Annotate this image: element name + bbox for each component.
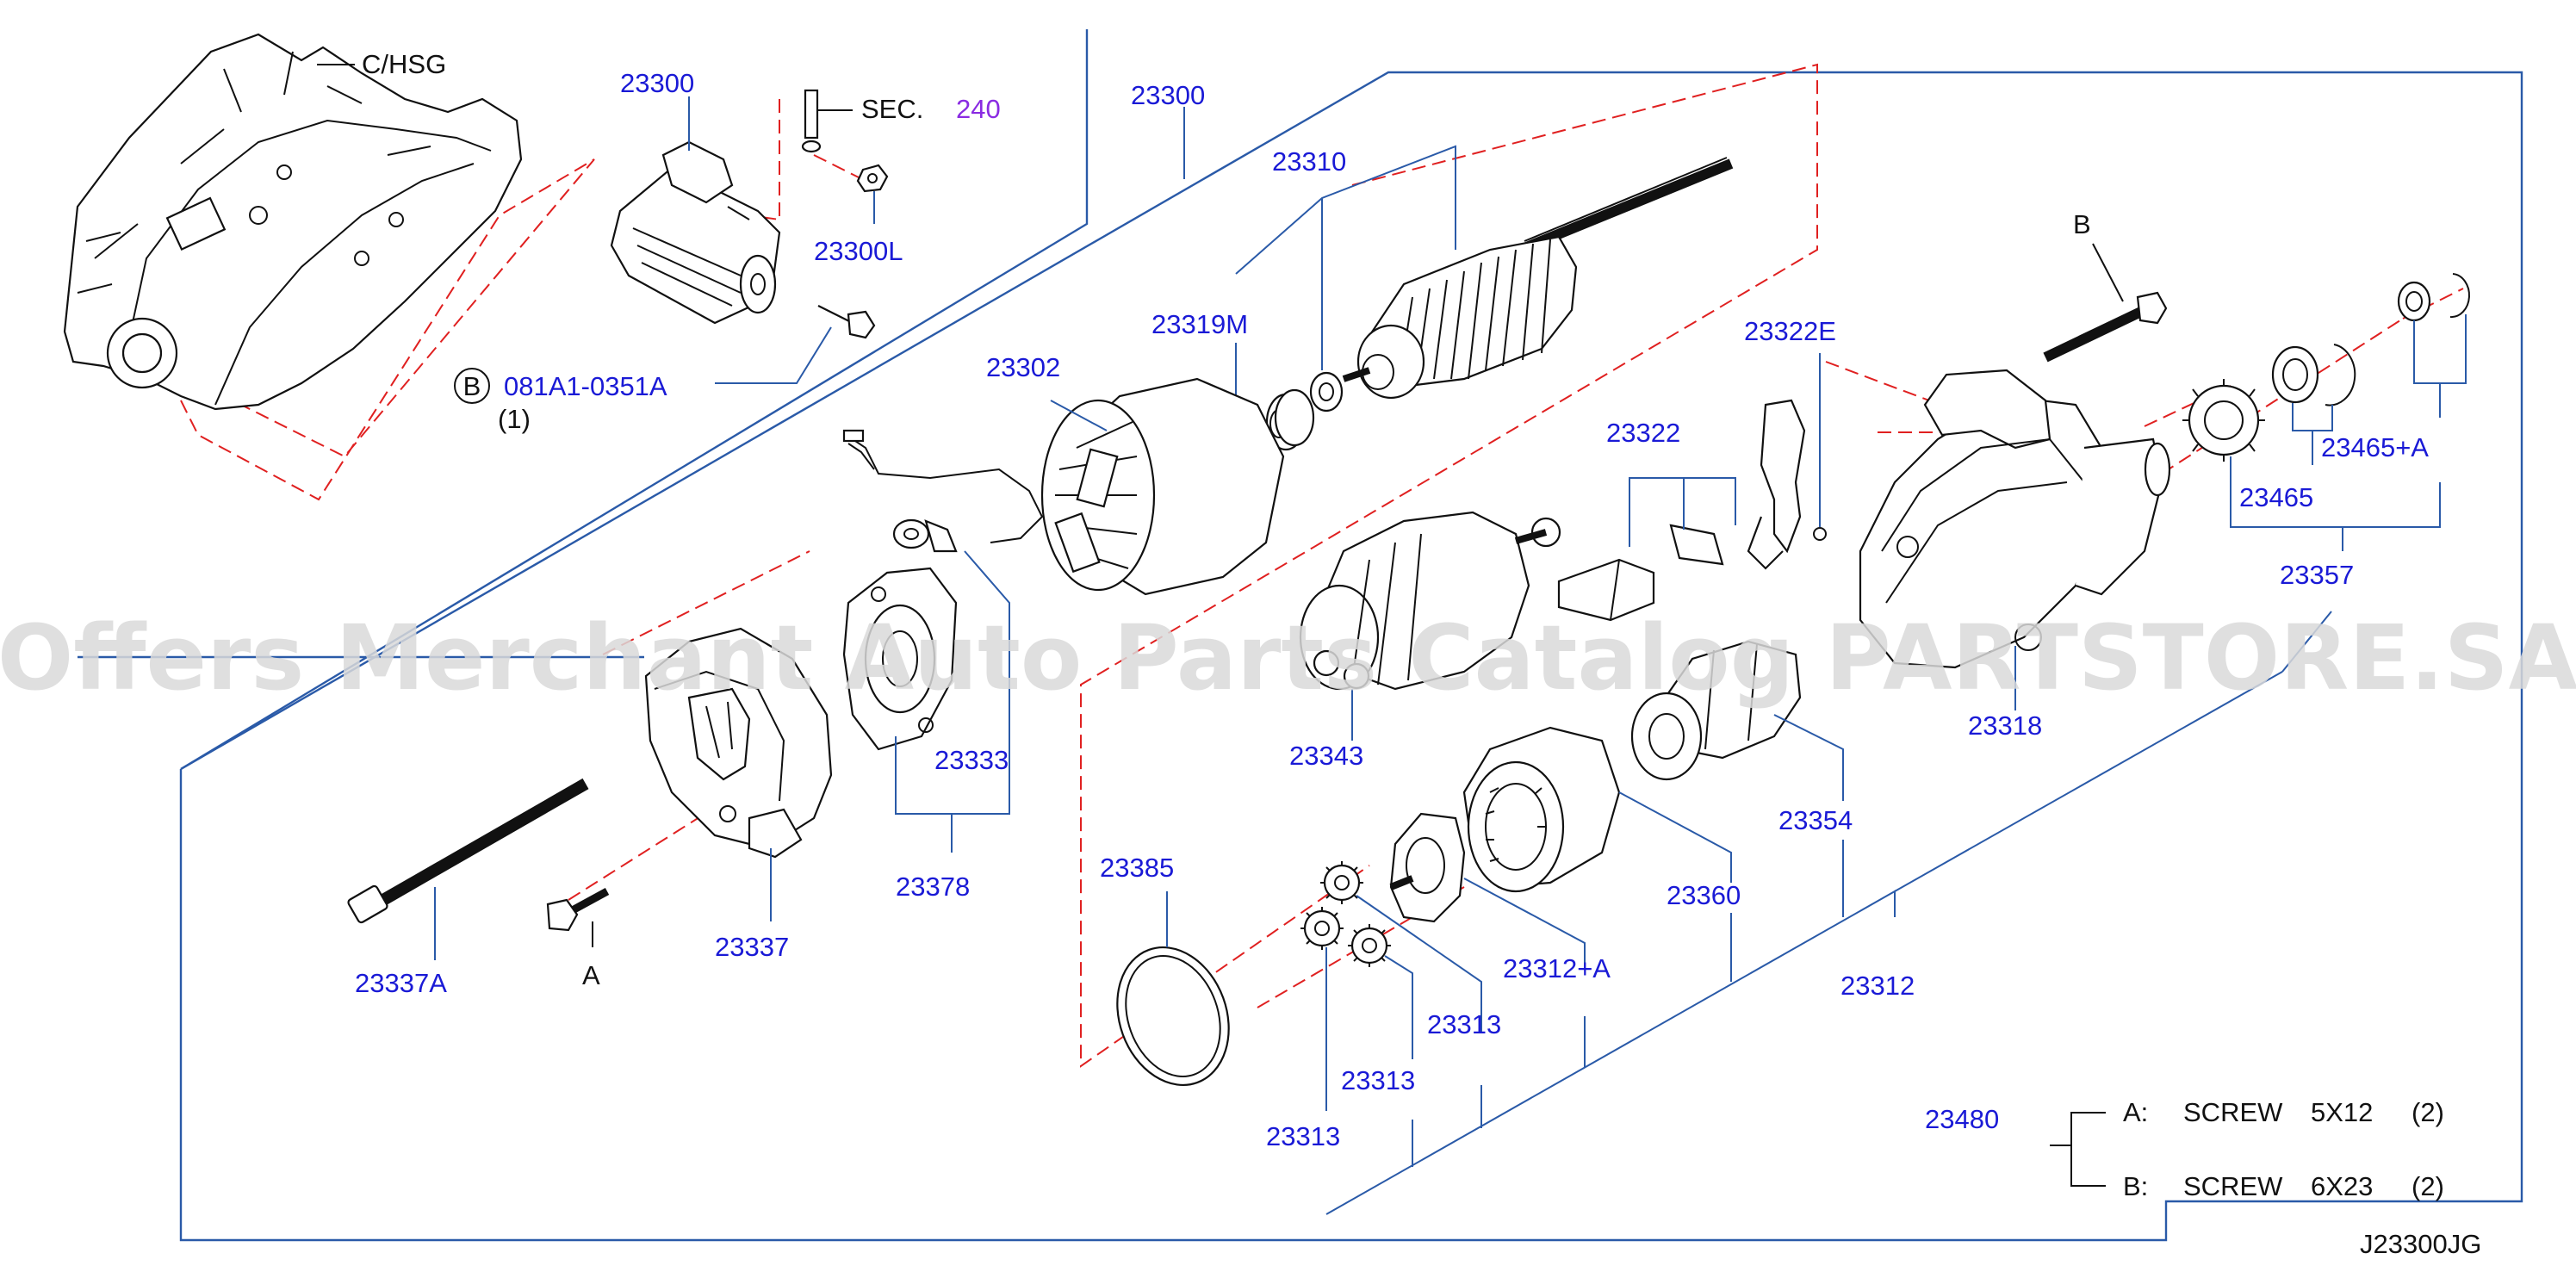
clutch-housing (63, 33, 523, 411)
legend-bracket (2050, 1112, 2106, 1187)
bottom-bracket-leaders (1325, 611, 2332, 1215)
label-23378[interactable]: 23378 (896, 872, 970, 902)
label-23313-c[interactable]: 23313 (1266, 1121, 1340, 1151)
leader-23313-a (1356, 895, 1482, 1033)
leader-23310 (1235, 145, 1456, 275)
bolt-b (2043, 291, 2168, 363)
solenoid-23343 (1299, 511, 1561, 691)
leader-bolt (715, 326, 832, 384)
planet-gear-23313-b (1300, 907, 1344, 950)
legend-size-a: 5X12 (2311, 1097, 2373, 1127)
diagram-code: J23300JG (2360, 1229, 2481, 1259)
washer-23310 (1309, 371, 1344, 413)
internal-gear-23360 (1462, 726, 1621, 893)
legend-row-b: B: SCREW 6X23 (2) (2123, 1171, 2444, 1201)
overrunning-clutch-23354 (1630, 640, 1802, 781)
diagram-frame (78, 29, 2523, 1242)
legend-key-b: B: (2123, 1171, 2148, 1201)
bolt-callout-circle (454, 368, 490, 404)
stop-ring-23465 (2271, 344, 2356, 406)
plate-23322-b (1669, 524, 1724, 566)
brush-plate-23378 (842, 567, 958, 751)
leader-23322 (1629, 477, 1736, 547)
stop-ring-23465A (2397, 273, 2471, 322)
label-23318[interactable]: 23318 (1968, 710, 2042, 741)
label-23313-a[interactable]: 23313 (1427, 1009, 1501, 1039)
legend-qty-b: (2) (2412, 1171, 2444, 1201)
planet-gear-23313-c (1348, 924, 1391, 967)
starter-assembly-small (610, 140, 781, 325)
armature (1342, 157, 1734, 400)
leader-23354 (1773, 714, 1844, 801)
gear-housing-23318 (1859, 369, 2171, 669)
label-23465A[interactable]: 23465+A (2321, 432, 2429, 462)
leader-23357 (2230, 456, 2441, 528)
leader-23313-b (1384, 955, 1413, 1059)
label-081A1-0351A[interactable]: 081A1-0351A (504, 371, 667, 401)
label-23357[interactable]: 23357 (2280, 560, 2354, 590)
label-23354[interactable]: 23354 (1778, 805, 1853, 835)
leader-23333 (964, 550, 1010, 775)
sec-240-pin (801, 89, 822, 153)
legend-name-a: SCREW (2183, 1097, 2283, 1127)
label-23312A[interactable]: 23312+A (1503, 953, 1611, 983)
label-23302[interactable]: 23302 (986, 352, 1060, 382)
label-23465[interactable]: 23465 (2239, 482, 2313, 512)
label-ref-b: B (2073, 209, 2091, 239)
bolt-081A1-0351A (817, 305, 876, 339)
watermark: Offers Merchant Auto Parts Catalog PARTS… (0, 605, 2576, 710)
label-23322[interactable]: 23322 (1606, 418, 1680, 448)
nut-23300L (856, 164, 889, 193)
legend-qty-a: (2) (2412, 1097, 2444, 1127)
label-ref-a: A (582, 960, 600, 990)
label-23300L[interactable]: 23300L (814, 236, 903, 266)
legend-key-a: A: (2123, 1097, 2148, 1127)
label-23480[interactable]: 23480 (1925, 1104, 1999, 1134)
brush-lead-wire (842, 429, 1044, 543)
label-23300-top[interactable]: 23300 (620, 68, 694, 98)
label-23312[interactable]: 23312 (1840, 971, 1915, 1001)
label-23310[interactable]: 23310 (1272, 146, 1346, 177)
through-bolt-23337A (347, 778, 589, 924)
label-23313-b[interactable]: 23313 (1341, 1065, 1415, 1095)
legend-row-a: A: SCREW 5X12 (2) (2123, 1097, 2444, 1127)
label-23343[interactable]: 23343 (1289, 741, 1363, 771)
label-23337[interactable]: 23337 (715, 932, 789, 962)
label-23385[interactable]: 23385 (1100, 853, 1174, 883)
label-23360[interactable]: 23360 (1667, 880, 1741, 910)
label-bolt-qty: (1) (498, 404, 531, 434)
leader-23312A (1463, 878, 1586, 969)
label-c-hsg: C/HSG (362, 49, 446, 79)
leader-23360 (1618, 791, 1732, 883)
label-23322E[interactable]: 23322E (1744, 316, 1836, 346)
screw-a (546, 888, 610, 932)
yoke-field-assembly (1040, 377, 1285, 596)
label-sec: SEC. (861, 94, 923, 124)
shift-lever-23322E (1747, 399, 1827, 570)
pinion-gear-23357 (2182, 379, 2265, 462)
rear-cover-23337 (644, 627, 833, 859)
bearing-23319M (1265, 388, 1315, 451)
brush-holder-23333 (892, 518, 958, 553)
planet-carrier-23312A (1389, 812, 1466, 923)
label-23300-main[interactable]: 23300 (1131, 80, 1205, 110)
label-23333[interactable]: 23333 (934, 745, 1009, 775)
leader-23465 (2292, 403, 2333, 431)
legend-name-b: SCREW (2183, 1171, 2283, 1201)
legend-size-b: 6X23 (2311, 1171, 2373, 1201)
o-ring-23385 (1116, 946, 1230, 1087)
label-23319M[interactable]: 23319M (1151, 309, 1248, 339)
plate-23322-a (1557, 558, 1655, 622)
planet-gear-23313-a (1320, 861, 1363, 904)
leader-23465A (2413, 314, 2467, 384)
label-bolt-circle: B (463, 371, 481, 401)
leader-bolt-b (2092, 243, 2124, 302)
label-sec-number: 240 (956, 94, 1001, 124)
label-23337A[interactable]: 23337A (355, 968, 447, 998)
leader-23302 (1050, 400, 1108, 431)
